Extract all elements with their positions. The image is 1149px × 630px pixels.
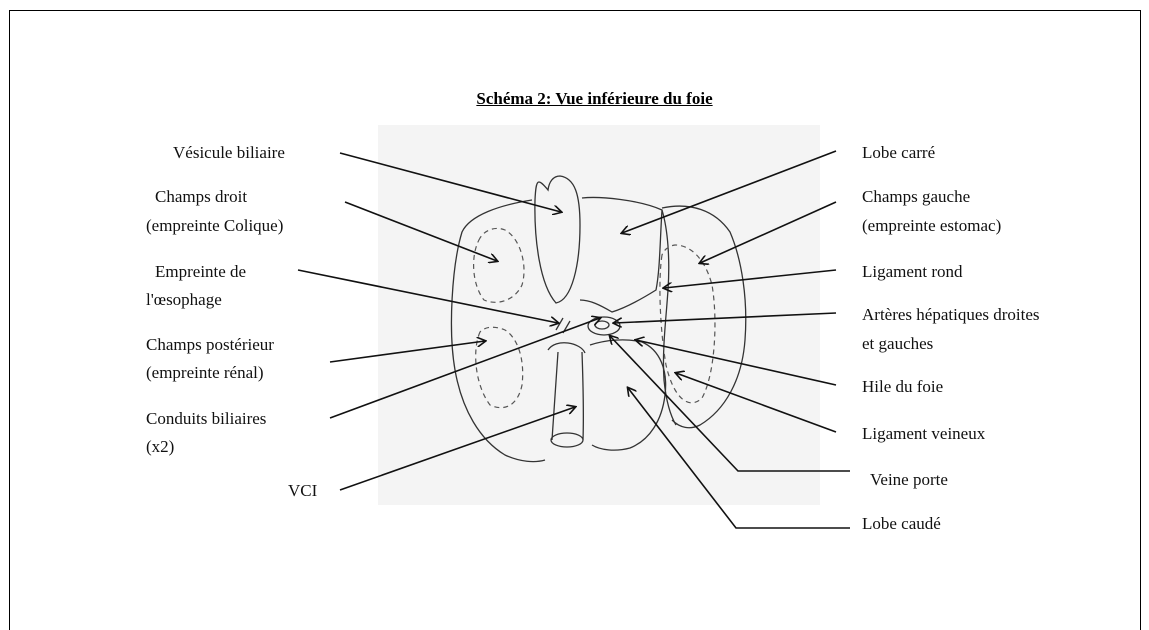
renal-impression <box>476 327 523 407</box>
ivc-outline <box>552 352 583 440</box>
arrow-vesicule-biliaire <box>340 153 561 212</box>
arrow-lobe-carre <box>622 151 836 233</box>
arrow-vci <box>340 407 575 490</box>
arrow-arteres-hepatiques <box>614 313 836 323</box>
arrow-ligament-veineux <box>676 373 836 432</box>
caudate-lobe-outline <box>590 340 666 450</box>
quadrate-lobe-outline <box>580 198 662 313</box>
gastric-impression <box>660 245 715 403</box>
arrow-champs-gauche <box>700 202 836 263</box>
arrow-champs-droit <box>345 202 497 261</box>
arrow-empreinte-oesophage <box>298 270 558 323</box>
arrow-champs-posterieur <box>330 341 485 362</box>
arrow-veine-porte <box>610 336 850 471</box>
arrow-conduits-biliaires <box>330 318 600 418</box>
arrow-ligament-rond <box>664 270 836 288</box>
colic-impression <box>474 228 524 302</box>
arrow-hile <box>636 340 836 385</box>
hilum-outline <box>588 317 620 335</box>
arrow-lobe-caude <box>628 388 850 528</box>
gallbladder-outline <box>535 176 580 303</box>
